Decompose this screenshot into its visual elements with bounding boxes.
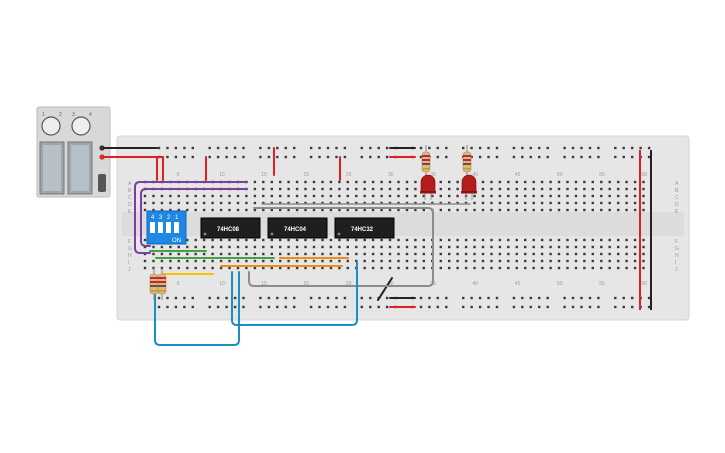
resistor-led-2[interactable] <box>462 145 472 178</box>
svg-text:H: H <box>128 253 132 259</box>
column-number-bottom: 10 <box>219 281 225 287</box>
svg-text:I: I <box>675 260 676 266</box>
knob-label-1: 1 <box>42 112 45 118</box>
knob-label-2: 2 <box>59 112 62 118</box>
svg-text:D: D <box>675 202 679 208</box>
svg-text:E: E <box>675 209 679 215</box>
svg-text:E: E <box>128 209 132 215</box>
resistor-pulldown-2[interactable] <box>157 268 167 300</box>
wire-black-jumper[interactable] <box>377 277 393 301</box>
chip-label-74hc32: 74HC32 <box>351 227 374 233</box>
resistor-pulldown-1[interactable] <box>149 268 159 300</box>
svg-text:G: G <box>128 246 132 252</box>
row-letters-right: A B C D E F G H I J <box>675 181 679 273</box>
column-number-top: 55 <box>599 172 605 178</box>
column-number-bottom: 15 <box>261 281 267 287</box>
column-number-top: 50 <box>557 172 563 178</box>
power-supply[interactable]: 1 2 3 4 <box>36 106 111 198</box>
svg-text:C: C <box>128 195 132 201</box>
dip-toggle-1[interactable] <box>174 222 179 233</box>
knob-label-4: 4 <box>89 112 92 118</box>
column-number-bottom: 30 <box>388 281 394 287</box>
dip-toggle-4[interactable] <box>150 222 155 233</box>
svg-text:F: F <box>128 239 131 245</box>
wire-blue-1[interactable] <box>154 271 240 346</box>
dip-switch[interactable]: 4 3 2 1 ON <box>146 210 187 245</box>
column-number-bottom: 40 <box>473 281 479 287</box>
dip-number-1: 1 <box>175 215 179 221</box>
dip-number-2: 2 <box>167 215 171 221</box>
dip-on-label: ON <box>172 238 181 244</box>
column-number-top: 20 <box>304 172 310 178</box>
column-number-top: 10 <box>219 172 225 178</box>
column-number-top: 45 <box>515 172 521 178</box>
column-number-bottom: 45 <box>515 281 521 287</box>
column-number-top: 15 <box>261 172 267 178</box>
led-1[interactable] <box>420 174 436 200</box>
led-2[interactable] <box>461 174 477 200</box>
column-number-top: 35 <box>430 172 436 178</box>
chip-label-74hc04: 74HC04 <box>284 227 307 233</box>
chip-label-74hc08: 74HC08 <box>217 227 240 233</box>
chip-74hc32[interactable]: 74HC32 <box>334 217 395 239</box>
column-number-bottom: 50 <box>557 281 563 287</box>
wire-purple-2[interactable] <box>140 188 248 247</box>
column-number-bottom: 60 <box>642 281 648 287</box>
svg-text:D: D <box>128 202 132 208</box>
knob-voltage[interactable] <box>41 116 61 136</box>
power-switch[interactable] <box>98 174 106 192</box>
svg-text:F: F <box>675 239 678 245</box>
row-letters-left: A B C D E F G H I J <box>128 181 132 273</box>
column-number-top: 60 <box>642 172 648 178</box>
column-number-bottom: 25 <box>346 281 352 287</box>
terminal-positive[interactable] <box>99 154 105 160</box>
dip-toggle-2[interactable] <box>166 222 171 233</box>
svg-text:A: A <box>675 181 679 187</box>
dip-toggle-3[interactable] <box>158 222 163 233</box>
svg-text:G: G <box>675 246 679 252</box>
column-number-bottom: 20 <box>304 281 310 287</box>
svg-text:B: B <box>675 188 679 194</box>
svg-text:C: C <box>675 195 679 201</box>
svg-text:H: H <box>675 253 679 259</box>
wire-purple-1[interactable] <box>134 181 248 254</box>
column-number-top: 25 <box>346 172 352 178</box>
column-numbers-top: 5 10 15 20 25 30 35 40 45 50 55 60 <box>177 172 647 178</box>
column-number-bottom: 55 <box>599 281 605 287</box>
svg-text:B: B <box>128 188 132 194</box>
column-number-bottom: 5 <box>177 281 180 287</box>
resistor-led-1[interactable] <box>421 145 431 178</box>
svg-text:A: A <box>128 181 132 187</box>
svg-text:J: J <box>675 267 678 273</box>
knob-current[interactable] <box>71 116 91 136</box>
svg-text:I: I <box>128 260 129 266</box>
wire-blue-2[interactable] <box>231 261 358 326</box>
chip-74hc08[interactable]: 74HC08 <box>200 217 261 239</box>
knob-label-3: 3 <box>72 112 75 118</box>
column-number-top: 5 <box>177 172 180 178</box>
svg-text:J: J <box>128 267 131 273</box>
terminal-negative[interactable] <box>99 145 105 151</box>
wire-gray-long[interactable] <box>248 207 434 287</box>
dip-number-3: 3 <box>159 215 163 221</box>
column-number-top: 30 <box>388 172 394 178</box>
wires[interactable] <box>103 147 471 346</box>
dip-number-4: 4 <box>151 215 155 221</box>
chip-74hc04[interactable]: 74HC04 <box>267 217 328 239</box>
column-number-top: 40 <box>473 172 479 178</box>
